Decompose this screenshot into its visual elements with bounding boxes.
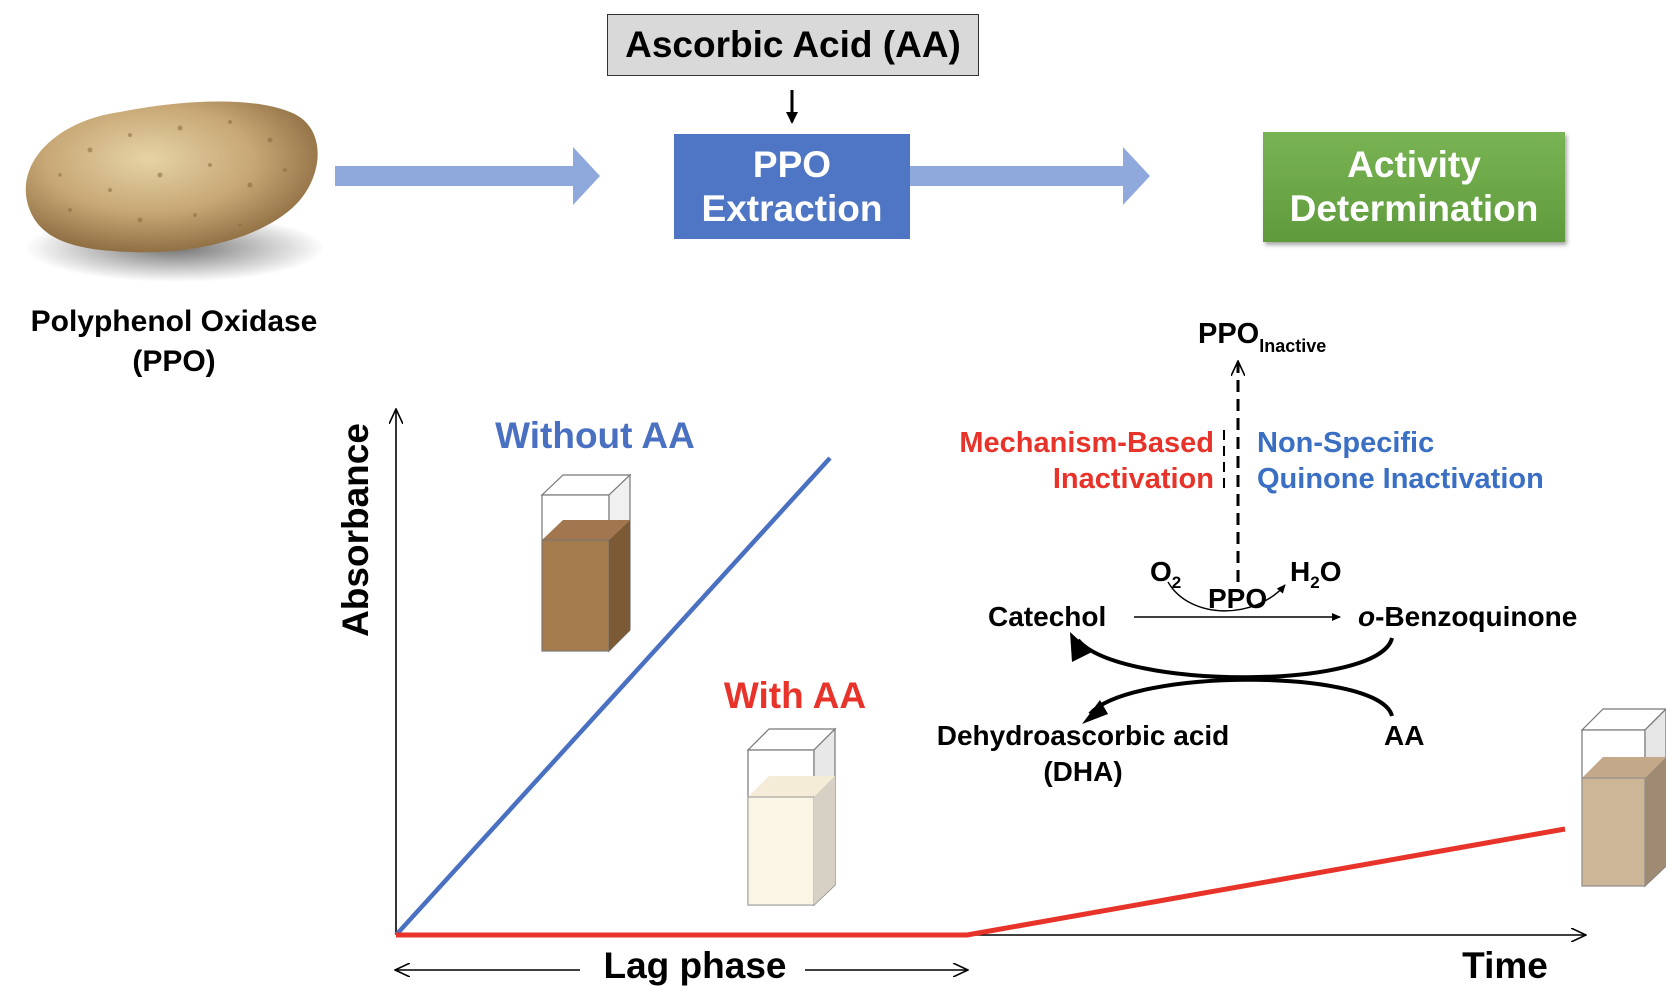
aa-to-dha-arrow (1088, 677, 1394, 717)
water-h: H (1290, 556, 1311, 587)
enzyme-source-name: Polyphenol Oxidase (30, 305, 318, 338)
oxygen-symbol: O (1150, 556, 1172, 587)
benzoquinone-name: -Benzoquinone (1375, 601, 1578, 632)
dha-label: Dehydroascorbic acid (DHA) (928, 718, 1238, 790)
activity-box: Activity Determination (1263, 132, 1565, 242)
cuvette-after-lag (1580, 708, 1666, 888)
process-arrow-2 (887, 147, 1150, 205)
water-subscript: 2 (1310, 573, 1320, 592)
benzoquinone-label: o-Benzoquinone (1358, 601, 1577, 633)
ppo-inactive-label: PPOInactive (1198, 318, 1326, 356)
activity-label-line1: Activity (1347, 144, 1481, 185)
y-axis-label: Absorbance (335, 423, 376, 637)
catechol-label: Catechol (988, 601, 1107, 632)
mechanism-based-line2: Inactivation (1052, 463, 1214, 495)
series-line-with-aa (396, 826, 1566, 938)
additive-box: Ascorbic Acid (AA) (607, 14, 979, 76)
activity-label-line2: Determination (1289, 188, 1539, 229)
process-arrow-1 (335, 147, 600, 205)
mechanism-based-line1: Mechanism-Based (959, 427, 1214, 459)
cuvette-without-aa (540, 473, 632, 653)
water-o: O (1319, 556, 1342, 587)
potato-image (25, 101, 325, 282)
series-label-without-aa: Without AA (495, 415, 695, 456)
additive-label: Ascorbic Acid (AA) (625, 24, 961, 65)
water-label: H2O (1290, 556, 1342, 592)
extraction-label-line1: PPO (752, 143, 832, 185)
x-axis-label: Time (1462, 945, 1548, 986)
extraction-label-line2: Extraction (701, 187, 883, 229)
benzoquinone-prefix: o (1358, 601, 1376, 632)
cuvette-with-aa (746, 727, 837, 907)
series-line-without-aa (394, 456, 832, 937)
quinone-to-catechol-arrow (1076, 637, 1394, 680)
non-specific-line1: Non-Specific (1257, 427, 1435, 459)
ppo-inactive-subscript: Inactive (1259, 336, 1327, 356)
lag-phase-label: Lag phase (603, 945, 787, 986)
enzyme-source-label: Polyphenol Oxidase (PPO) (0, 302, 348, 382)
non-specific-label: Non-Specific Quinone Inactivation (1257, 425, 1544, 497)
ppo-inactive-main: PPO (1198, 318, 1260, 350)
oxygen-label: O2 (1150, 556, 1181, 592)
dha-abbrev: (DHA) (1043, 756, 1123, 787)
oxygen-subscript: 2 (1171, 573, 1182, 592)
mechanism-based-label: Mechanism-Based Inactivation (946, 425, 1214, 497)
dha-name: Dehydroascorbic acid (936, 720, 1230, 751)
oxygen-curve-arrow (1167, 581, 1286, 612)
series-label-with-aa: With AA (723, 675, 867, 716)
extraction-box: PPO Extraction (674, 134, 910, 239)
enzyme-label: PPO (1208, 583, 1268, 614)
ascorbic-acid-label: AA (1384, 720, 1425, 751)
enzyme-source-abbrev: (PPO) (132, 345, 216, 378)
non-specific-line2: Quinone Inactivation (1257, 463, 1544, 495)
